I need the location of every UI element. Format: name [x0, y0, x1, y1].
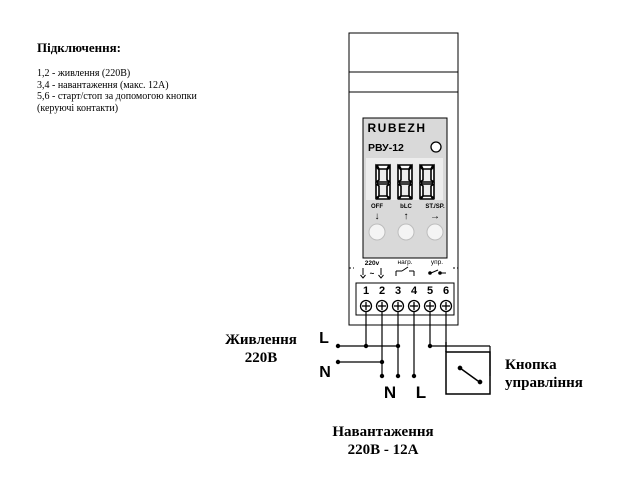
notes-title: Підключення:	[37, 40, 121, 55]
control-button-switch	[445, 342, 491, 395]
terminal-number-4: 4	[411, 285, 418, 297]
group-label-supply: 220v	[365, 260, 380, 267]
load-l-label: L	[416, 383, 426, 402]
notes-line-control-note: (керуючі контакти)	[37, 102, 119, 114]
supply-n-label: N	[319, 364, 331, 381]
screw-1-icon	[359, 299, 373, 313]
load-label-line-1: Навантаження	[332, 424, 434, 440]
button-label-line-2: управління	[505, 375, 583, 391]
notes-line-control: 5,6 - старт/стоп за допомогою кнопки	[37, 91, 197, 102]
start-stop-button[interactable]	[426, 223, 444, 241]
model-label: РВУ-12	[368, 142, 404, 154]
supply-label-line-2: 220В	[244, 350, 278, 366]
supply-label: Живлення 220В	[206, 331, 316, 367]
notes-line-supply: 1,2 - живлення (220В)	[37, 68, 131, 79]
arrow-up-icon: ↑	[404, 211, 409, 222]
button-label-blc: bLC	[400, 204, 412, 210]
off-button[interactable]	[368, 223, 386, 241]
button-label-off: OFF	[371, 204, 383, 210]
terminal-screws	[359, 299, 453, 313]
connection-notes: Підключення: 1,2 - живлення (220В) 3,4 -…	[37, 40, 197, 114]
arrow-down-icon: ↓	[375, 211, 380, 222]
supply-label-line-1: Живлення	[225, 332, 297, 348]
seven-segment-display	[375, 163, 435, 200]
button-label: Кнопка управління	[505, 356, 605, 392]
terminal-number-1: 1	[363, 285, 369, 297]
display-digit-2	[397, 163, 413, 200]
terminal-number-6: 6	[443, 285, 449, 297]
terminal-block	[355, 282, 455, 316]
terminal-number-2: 2	[379, 285, 385, 297]
brand-logo: RUBEZH	[368, 121, 427, 135]
arrow-right-icon: →	[430, 211, 440, 222]
load-label-line-2: 220В - 12А	[347, 442, 419, 458]
terminal-number-5: 5	[427, 285, 433, 297]
screw-2-icon	[375, 299, 389, 313]
load-n-label: N	[384, 383, 396, 402]
supply-l-label: L	[319, 330, 329, 347]
group-label-load: нагр.	[398, 259, 413, 266]
button-label-st-sp: ST./SP.	[425, 204, 445, 210]
display-digit-3	[419, 163, 435, 200]
terminal-group-labels	[349, 266, 458, 279]
wire-dots	[335, 343, 433, 379]
relay-device	[348, 32, 459, 326]
load-label: Навантаження 220В - 12А	[318, 423, 448, 459]
group-label-control: упр.	[431, 259, 443, 266]
terminal-number-3: 3	[395, 285, 401, 297]
status-led-icon	[430, 141, 442, 153]
notes-line-load: 3,4 - навантаження (макс. 12А)	[37, 79, 169, 91]
screw-3-icon	[391, 299, 405, 313]
screw-4-icon	[407, 299, 421, 313]
blc-button[interactable]	[397, 223, 415, 241]
ac-symbol: ~	[370, 269, 375, 278]
screw-6-icon	[439, 299, 453, 313]
button-label-line-1: Кнопка	[505, 357, 557, 373]
switch-box	[445, 351, 491, 395]
display-digit-1	[375, 163, 391, 200]
screw-5-icon	[423, 299, 437, 313]
